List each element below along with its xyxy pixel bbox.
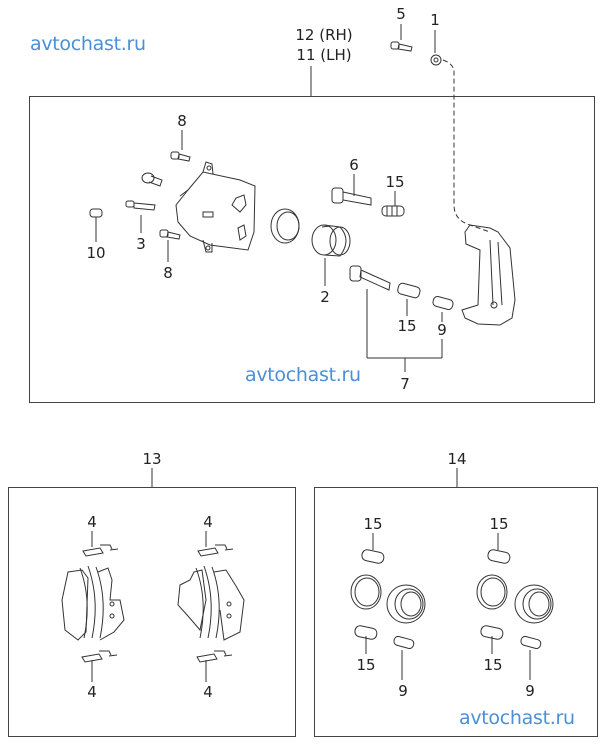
callout-4-bl: 4: [87, 683, 97, 701]
callout-13: 13: [142, 450, 162, 468]
boot-icon-br: [480, 625, 504, 640]
callout-4-tr: 4: [203, 513, 213, 531]
seal-ring-icon-r: [476, 574, 508, 610]
boot-icon-bl: [354, 625, 378, 640]
callout-15-lower: 15: [397, 317, 417, 335]
caliper-body: [175, 161, 256, 253]
callout-9-l: 9: [398, 682, 408, 700]
seal-ring-icon-l: [350, 574, 382, 610]
callout-15-tl: 15: [363, 515, 383, 533]
callout-15-br: 15: [483, 656, 503, 674]
caliper-assembly-frame: [29, 96, 595, 403]
callout-11-lh: 11 (LH): [296, 46, 352, 64]
callout-6: 6: [349, 156, 359, 174]
bushing-icon-9: [432, 295, 454, 311]
callout-5: 5: [396, 5, 406, 23]
watermark-bottom: avtochast.ru: [459, 707, 575, 729]
brake-pad-icon-right: [177, 565, 245, 641]
bolt-icon-8-bottom: [159, 229, 181, 240]
clip-icon-bl: [81, 650, 118, 663]
piston-icon-2: [311, 224, 351, 257]
dashed-guide: [442, 59, 491, 233]
caliper-bracket-icon: [461, 224, 516, 326]
callout-4-tl: 4: [87, 513, 97, 531]
bolt-icon-5: [390, 41, 413, 52]
boot-icon-15-upper: [381, 205, 405, 217]
clip-icon-tr: [197, 544, 234, 557]
callout-9: 9: [437, 321, 447, 339]
callout-14: 14: [447, 450, 467, 468]
watermark-top: avtochast.ru: [30, 33, 146, 55]
callout-1: 1: [430, 11, 440, 29]
clip-icon-br: [196, 650, 233, 663]
callout-3: 3: [136, 235, 146, 253]
callout-15-upper: 15: [385, 173, 405, 191]
piston-boot-icon-r: [514, 584, 554, 624]
boot-icon-15-lower: [397, 282, 421, 299]
callout-8-bottom: 8: [163, 264, 173, 282]
bushing-icon-l: [393, 635, 415, 650]
pad-kit-frame: [8, 487, 296, 737]
bolt-icon-8-top: [170, 151, 191, 162]
guide-pin-icon-7: [349, 265, 391, 291]
callout-2: 2: [320, 288, 330, 306]
nut-icon-1: [430, 54, 442, 66]
piston-seal-icon: [270, 208, 300, 244]
fitting-icon: [141, 172, 163, 187]
guide-pin-icon-6: [331, 187, 372, 206]
brake-pad-icon-left: [61, 565, 125, 641]
callout-12-rh: 12 (RH): [295, 26, 353, 44]
clip-icon-tl: [82, 544, 119, 557]
callout-7: 7: [400, 375, 410, 393]
cap-icon-10: [89, 208, 103, 218]
watermark-middle: avtochast.ru: [245, 364, 361, 386]
callout-9-r: 9: [525, 682, 535, 700]
boot-icon-tr: [487, 549, 511, 564]
bleeder-screw-icon-3: [125, 200, 156, 211]
callout-15-tr: 15: [489, 515, 509, 533]
callout-15-bl: 15: [356, 656, 376, 674]
boot-icon-tl: [361, 549, 385, 564]
callout-10: 10: [86, 244, 106, 262]
callout-8-top: 8: [177, 112, 187, 130]
piston-boot-icon-l: [386, 584, 426, 624]
bushing-icon-r: [520, 635, 542, 650]
seal-kit-frame: [314, 487, 598, 737]
callout-4-br: 4: [203, 683, 213, 701]
